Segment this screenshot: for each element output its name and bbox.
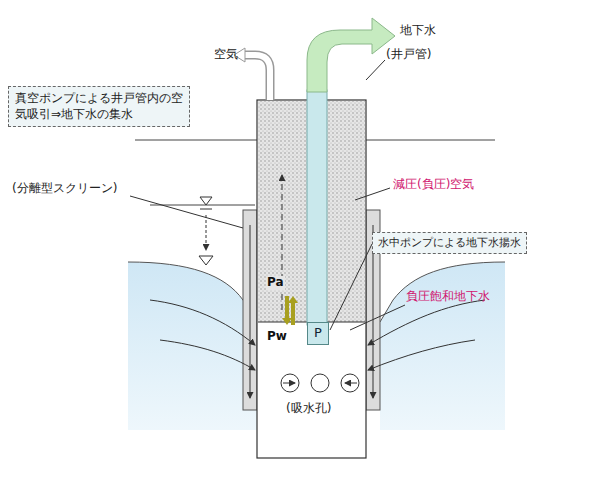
- part-name: (井戸管): [386, 48, 431, 62]
- pressure-symbol: Pw: [266, 330, 288, 344]
- node-text: 水中ポンプによる地下水揚水: [378, 236, 521, 250]
- pump-box: P: [307, 322, 329, 345]
- state-label: 減圧(負圧)空気: [393, 178, 474, 192]
- node-text: P: [308, 325, 328, 342]
- node-text: 真空ポンプによる井戸管内の空気吸引⇒地下水の集水: [15, 91, 183, 122]
- part-name: (分離型スクリーン): [12, 182, 117, 196]
- note-box: 真空ポンプによる井戸管内の空気吸引⇒地下水の集水: [8, 86, 190, 127]
- part-name: (吸水孔): [286, 402, 331, 416]
- flow-label: 地下水: [400, 24, 436, 38]
- flow-label: 空気: [214, 48, 238, 62]
- note-box: 水中ポンプによる地下水揚水: [372, 232, 527, 254]
- state-label: 負圧飽和地下水: [406, 290, 490, 304]
- pressure-symbol: Pa: [266, 276, 285, 290]
